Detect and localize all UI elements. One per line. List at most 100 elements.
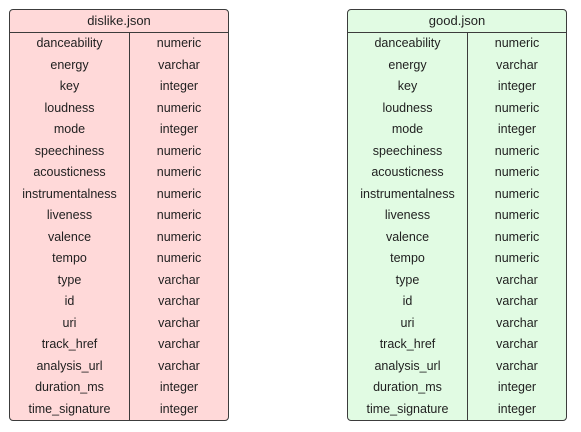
- field-name: loudness: [44, 100, 95, 115]
- field-name: id: [402, 294, 413, 308]
- field-type: integer: [159, 79, 199, 93]
- field-type: numeric: [156, 36, 202, 50]
- field-name: danceability: [374, 36, 441, 50]
- field-row: type varchar: [348, 270, 566, 292]
- field-type: numeric: [156, 229, 202, 244]
- field-name: tempo: [390, 251, 425, 265]
- field-row: key integer: [10, 76, 228, 98]
- field-type: varchar: [158, 57, 200, 72]
- entity-good-json[interactable]: good.json danceability numeric energy varch…: [347, 9, 567, 421]
- field-name: instrumentalness: [22, 186, 117, 201]
- field-type: varchar: [496, 315, 538, 330]
- column-divider: [129, 33, 130, 420]
- column-divider: [467, 33, 468, 420]
- field-row: valence numeric: [10, 227, 228, 249]
- field-name: analysis_url: [374, 358, 441, 373]
- field-name: loudness: [382, 100, 433, 115]
- field-type: numeric: [494, 251, 540, 265]
- field-row: loudness numeric: [10, 98, 228, 120]
- field-name: speechiness: [372, 143, 443, 158]
- field-type: varchar: [496, 57, 538, 72]
- field-name: mode: [53, 122, 86, 136]
- field-row: duration_ms integer: [10, 377, 228, 399]
- field-name: key: [59, 79, 80, 93]
- field-row: uri varchar: [348, 313, 566, 335]
- field-name: energy: [388, 57, 427, 72]
- field-name: analysis_url: [36, 358, 103, 373]
- field-type: integer: [159, 401, 199, 416]
- field-type: varchar: [158, 294, 200, 308]
- field-row: energy varchar: [348, 55, 566, 77]
- field-name: type: [57, 272, 82, 287]
- field-type: varchar: [158, 272, 200, 287]
- field-name: uri: [62, 315, 77, 330]
- field-name: type: [395, 272, 420, 287]
- field-name: duration_ms: [373, 380, 442, 394]
- field-row: energy varchar: [10, 55, 228, 77]
- field-type: numeric: [156, 165, 202, 179]
- field-row: mode integer: [10, 119, 228, 141]
- field-type: integer: [497, 380, 537, 394]
- field-name: mode: [391, 122, 424, 136]
- field-name: duration_ms: [35, 380, 104, 394]
- field-row: analysis_url varchar: [348, 356, 566, 378]
- field-name: time_signature: [366, 401, 449, 416]
- field-type: varchar: [158, 337, 200, 351]
- field-type: numeric: [494, 36, 540, 50]
- field-type: integer: [159, 122, 199, 136]
- field-name: acousticness: [371, 165, 444, 179]
- entity-title: good.json: [348, 10, 566, 33]
- entity-title: dislike.json: [10, 10, 228, 33]
- field-type: varchar: [496, 358, 538, 373]
- field-name: track_href: [379, 337, 436, 351]
- field-name: liveness: [46, 208, 93, 222]
- field-row: speechiness numeric: [10, 141, 228, 163]
- field-type: numeric: [156, 100, 202, 115]
- field-row: instrumentalness numeric: [10, 184, 228, 206]
- field-name: key: [397, 79, 418, 93]
- field-row: tempo numeric: [348, 248, 566, 270]
- field-type: numeric: [494, 186, 540, 201]
- field-type: numeric: [156, 186, 202, 201]
- field-row: loudness numeric: [348, 98, 566, 120]
- field-row: danceability numeric: [348, 33, 566, 55]
- field-name: energy: [50, 57, 89, 72]
- field-type: integer: [497, 122, 537, 136]
- field-type: integer: [159, 380, 199, 394]
- field-name: uri: [400, 315, 415, 330]
- field-type: numeric: [156, 143, 202, 158]
- field-row: type varchar: [10, 270, 228, 292]
- field-type: numeric: [156, 208, 202, 222]
- field-row: liveness numeric: [10, 205, 228, 227]
- field-type: varchar: [496, 272, 538, 287]
- field-name: liveness: [384, 208, 431, 222]
- field-type: numeric: [494, 100, 540, 115]
- field-name: speechiness: [34, 143, 105, 158]
- field-name: valence: [385, 229, 430, 244]
- field-name: valence: [47, 229, 92, 244]
- field-type: numeric: [156, 251, 202, 265]
